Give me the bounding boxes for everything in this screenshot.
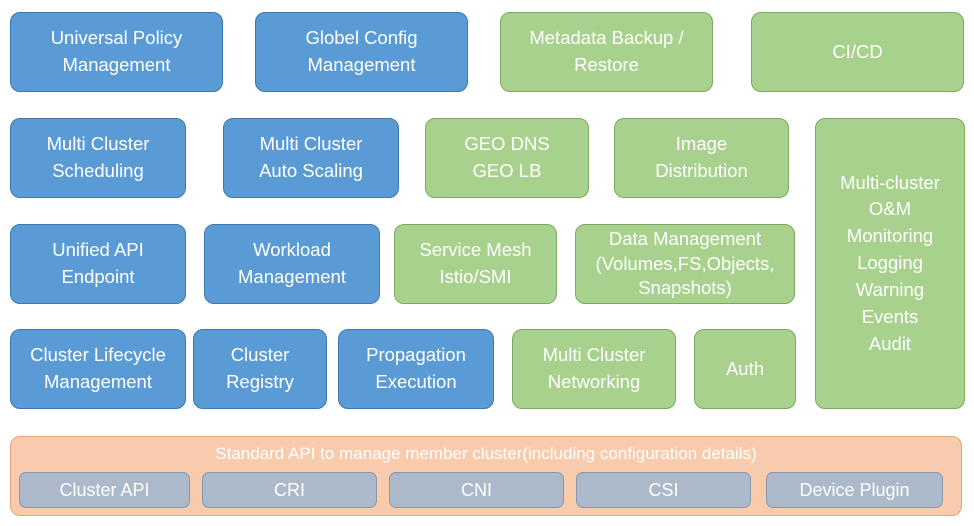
metadata-backup-restore-box: Metadata Backup / Restore bbox=[500, 12, 713, 92]
propagation-execution-box: Propagation Execution bbox=[338, 329, 494, 409]
standard-api-title: Standard API to manage member cluster(in… bbox=[215, 444, 757, 463]
standard-api-layer: Standard API to manage member cluster(in… bbox=[10, 436, 962, 516]
image-distribution-box: Image Distribution bbox=[614, 118, 789, 198]
multi-cluster-om-box: Multi-cluster O&M Monitoring Logging War… bbox=[815, 118, 965, 409]
auth-box: Auth bbox=[694, 329, 796, 409]
data-management-box: Data Management (Volumes,FS,Objects, Sna… bbox=[575, 224, 795, 304]
ci-cd-box: CI/CD bbox=[751, 12, 964, 92]
cluster-lifecycle-management-box: Cluster Lifecycle Management bbox=[10, 329, 186, 409]
cni-box: CNI bbox=[389, 472, 564, 508]
multi-cluster-networking-box: Multi Cluster Networking bbox=[512, 329, 676, 409]
cluster-api-box: Cluster API bbox=[19, 472, 190, 508]
geo-dns-lb-box: GEO DNS GEO LB bbox=[425, 118, 589, 198]
cluster-registry-box: Cluster Registry bbox=[193, 329, 327, 409]
workload-management-box: Workload Management bbox=[204, 224, 380, 304]
csi-box: CSI bbox=[576, 472, 751, 508]
unified-api-endpoint-box: Unified API Endpoint bbox=[10, 224, 186, 304]
multi-cluster-scheduling-box: Multi Cluster Scheduling bbox=[10, 118, 186, 198]
service-mesh-box: Service Mesh Istio/SMI bbox=[394, 224, 557, 304]
multi-cluster-auto-scaling-box: Multi Cluster Auto Scaling bbox=[223, 118, 399, 198]
universal-policy-management-box: Universal Policy Management bbox=[10, 12, 223, 92]
device-plugin-box: Device Plugin bbox=[766, 472, 943, 508]
globel-config-management-box: Globel Config Management bbox=[255, 12, 468, 92]
cri-box: CRI bbox=[202, 472, 377, 508]
